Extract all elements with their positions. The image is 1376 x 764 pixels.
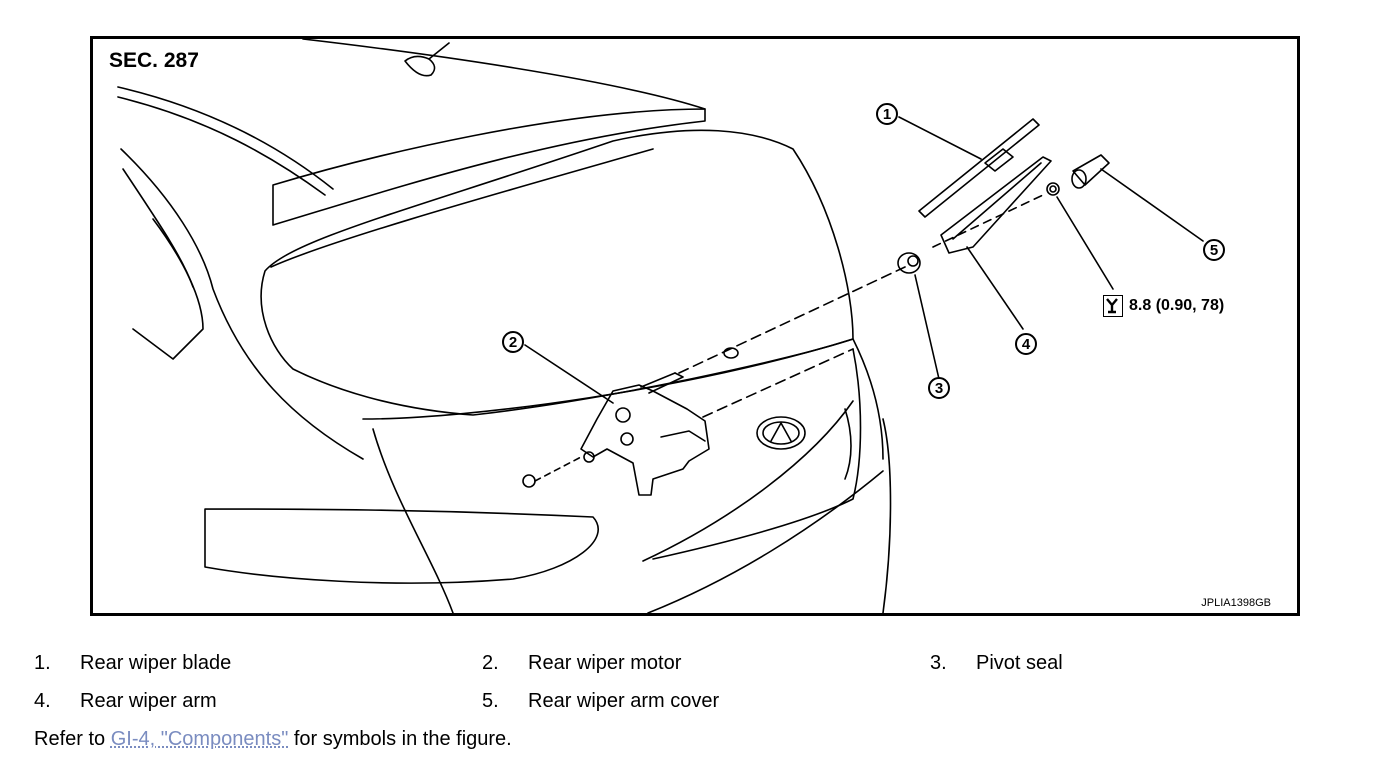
callout-1: 1 <box>876 103 898 125</box>
antenna <box>404 55 436 77</box>
pivot-seal <box>897 252 921 274</box>
tail-lamp <box>204 508 599 584</box>
spoiler <box>272 108 706 226</box>
components-link[interactable]: GI-4, "Components" <box>110 728 289 750</box>
bolt <box>522 474 536 488</box>
torque-wrench-icon <box>1103 295 1123 317</box>
callout-5: 5 <box>1203 239 1225 261</box>
figure-code: JPLIA1398GB <box>1201 597 1271 609</box>
wiper-arm <box>940 156 1052 254</box>
torque-spec: 8.8 (0.90, 78) <box>1103 295 1224 317</box>
nut <box>1046 182 1060 196</box>
wiper-motor-body <box>580 384 710 496</box>
rear-glass <box>260 129 854 416</box>
vehicle-drawing <box>117 39 1204 613</box>
torque-value: 8.8 (0.90, 78) <box>1129 297 1225 314</box>
emblem <box>756 416 806 450</box>
section-label: SEC. 287 <box>109 49 199 72</box>
wiper-diagram: SEC. 287 1 2 3 4 5 8.8 (0.90, 78) JPLIA1… <box>90 36 1300 616</box>
callout-3: 3 <box>928 377 950 399</box>
callout-2: 2 <box>502 331 524 353</box>
arm-cover <box>1072 154 1110 186</box>
callout-4: 4 <box>1015 333 1037 355</box>
wiper-blade <box>918 118 1040 218</box>
reference-note: Refer to GI-4, "Components" for symbols … <box>34 728 512 750</box>
